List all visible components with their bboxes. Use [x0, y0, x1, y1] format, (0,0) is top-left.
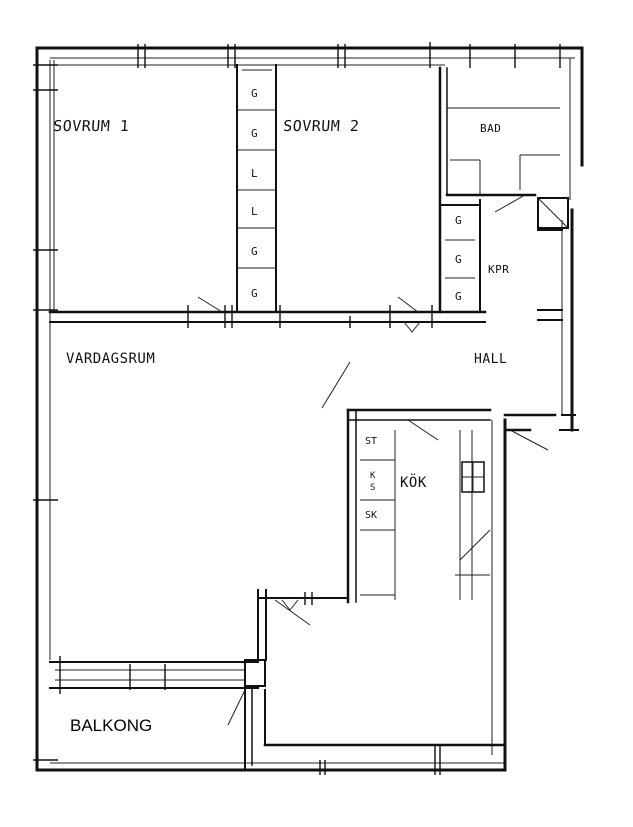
door-swings — [197, 194, 549, 726]
wardrobe-code: G — [251, 87, 258, 100]
wardrobe-code: G — [251, 245, 258, 258]
room-label-sovrum-1: SOVRUM 1 — [53, 117, 130, 135]
room-label-balkong: BALKONG — [70, 716, 152, 735]
kitchen-code-k: K — [370, 471, 376, 481]
room-label-vardagsrum: VARDAGSRUM — [66, 351, 155, 367]
wardrobe-codes-bedrooms: G G L L G G — [251, 87, 258, 300]
outer-walls — [35, 46, 584, 772]
room-label-sovrum-2: SOVRUM 2 — [283, 117, 360, 135]
room-label-kpr: KPR — [488, 263, 509, 276]
room-label-bad: BAD — [480, 122, 501, 135]
wardrobe-code: L — [251, 167, 258, 180]
room-label-hall: HALL — [474, 352, 507, 367]
kitchen-code-sk: SK — [365, 510, 377, 521]
closet-code: G — [455, 214, 462, 227]
kitchen-code-s: S — [370, 483, 375, 493]
wardrobe-code: G — [251, 127, 258, 140]
kitchen-codes: ST K S SK — [365, 436, 377, 521]
closet-code: G — [455, 253, 462, 266]
wardrobe-codes-closet: G G G — [455, 214, 462, 303]
window-ticks — [33, 42, 561, 775]
wardrobe-code: L — [251, 205, 258, 218]
interior-walls — [48, 64, 569, 771]
kitchen-code-st: ST — [365, 436, 377, 447]
wardrobe-code: G — [251, 287, 258, 300]
closet-code: G — [455, 290, 462, 303]
room-label-kok: KÖK — [400, 473, 427, 491]
